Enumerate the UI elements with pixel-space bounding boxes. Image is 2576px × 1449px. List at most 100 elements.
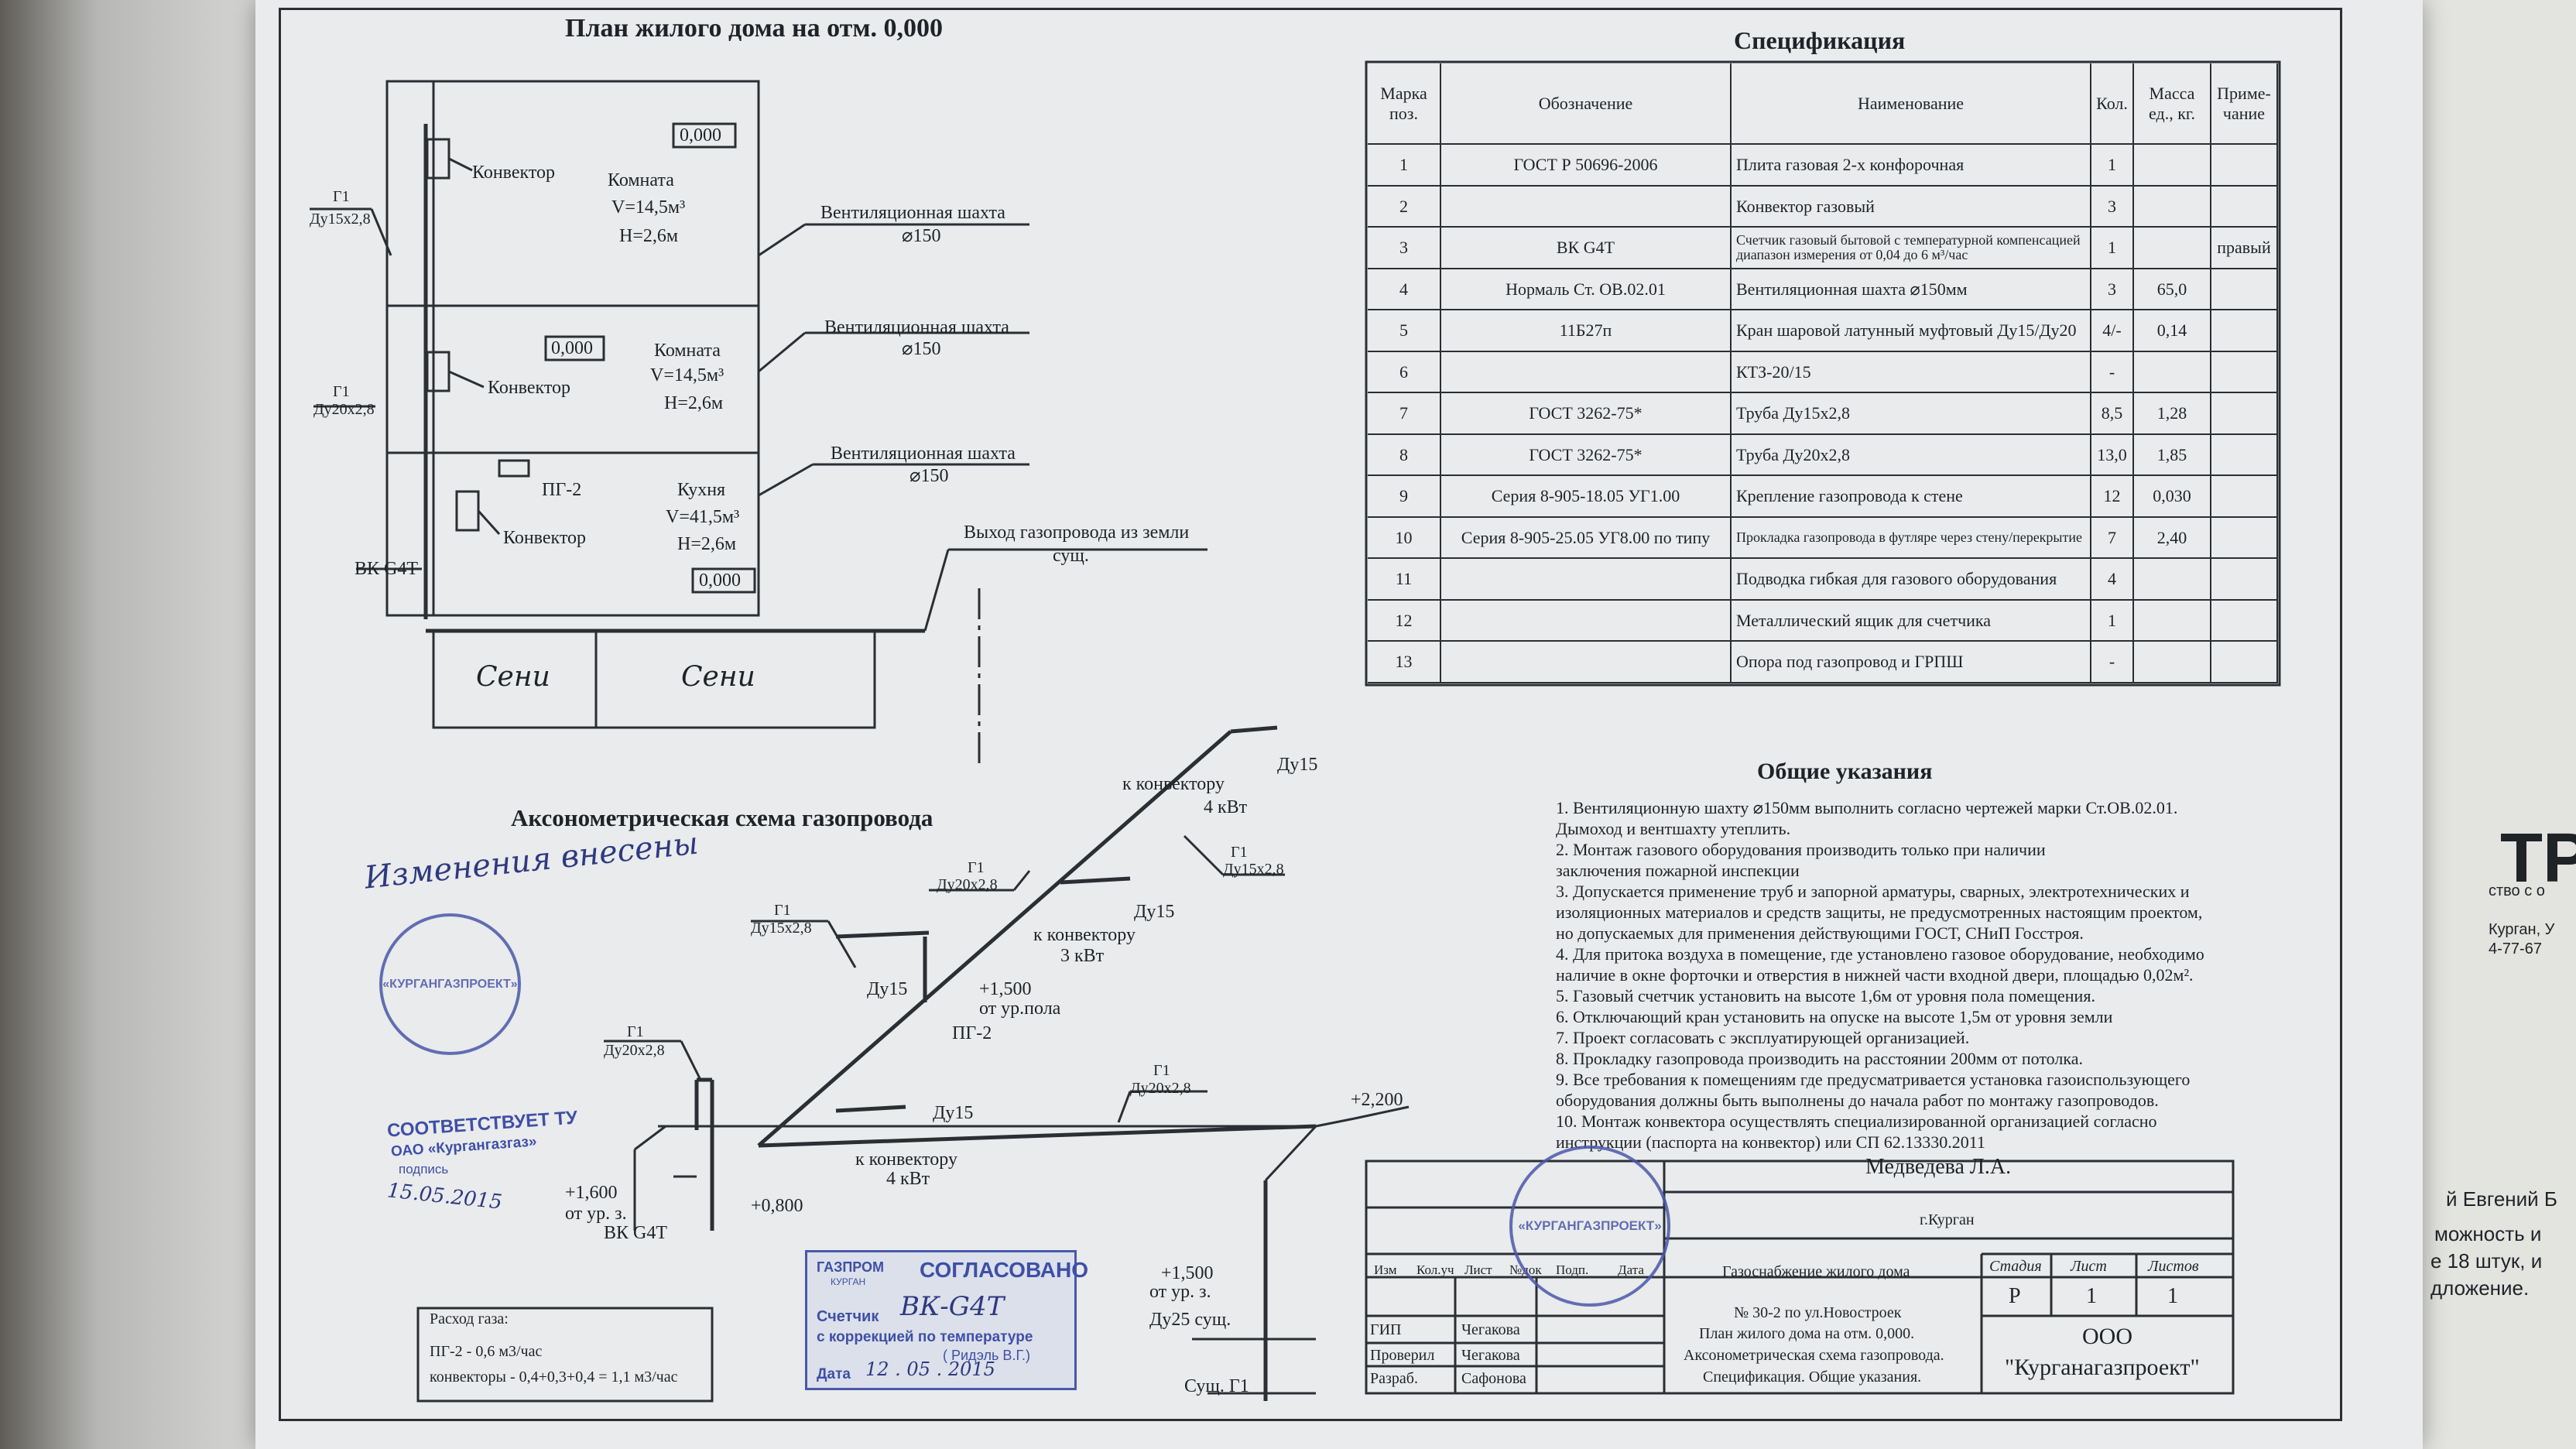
drawing-frame [279, 8, 2342, 1421]
axon-level-ref: от ур. з. [1149, 1282, 1211, 1302]
spec-header-cell: Кол. [2091, 63, 2134, 145]
axon-du25: Ду25 сущ. [1149, 1310, 1231, 1330]
tb-col: Кол.уч [1416, 1262, 1454, 1277]
gas-flow-line: ПГ-2 - 0,6 м3/час [430, 1343, 543, 1360]
spec-cell [2211, 269, 2278, 310]
spec-cell: 7 [2091, 517, 2134, 559]
spec-cell [2211, 351, 2278, 393]
axon-title: Аксонометрическая схема газопровода [511, 804, 933, 831]
axon-level: +0,800 [751, 1196, 803, 1216]
drawing-sheet [255, 0, 2423, 1449]
spec-cell: Кран шаровой латунный муфтовый Ду15/Ду20 [1732, 310, 2091, 352]
spec-cell [2134, 186, 2211, 228]
spec-cell [2134, 228, 2211, 269]
axon-existing: Сущ. Г1 [1184, 1376, 1249, 1396]
axon-level: +1,500 [1161, 1263, 1214, 1283]
tb-person: Чегакова [1461, 1321, 1520, 1338]
spec-cell: 3 [1368, 228, 1441, 269]
notice-line: можность и [2434, 1222, 2542, 1245]
axon-du15: Ду15 [933, 1103, 974, 1123]
spec-cell: 11 [1368, 559, 1441, 601]
notes-title: Общие указания [1757, 759, 1933, 784]
sheet-desc: План жилого дома на отм. 0,000. [1699, 1325, 1915, 1342]
spec-cell: 1 [1368, 145, 1441, 187]
spec-cell: Вентиляционная шахта ⌀150мм [1732, 269, 2091, 310]
note-line: оборудования должны быть выполнены до на… [1556, 1091, 2159, 1110]
axon-du15x: Ду15х2,8 [751, 920, 812, 937]
axon-conv-label: к конвектору [855, 1149, 957, 1170]
meter-label: ВК G4T [355, 559, 419, 579]
note-line: инструкции (паспорта на конвектор) или С… [1556, 1132, 1985, 1152]
project-address: № 30-2 по ул.Новостроек [1734, 1304, 1902, 1321]
tb-role: Разраб. [1370, 1370, 1418, 1387]
spec-cell [1441, 559, 1732, 601]
tu-line: подпись [399, 1162, 449, 1177]
tb-sheets-header: Листов [2148, 1258, 2199, 1275]
spec-cell: 8 [1368, 434, 1441, 476]
meter-handwritten: ВК-G4T [900, 1291, 1005, 1322]
seni-label: Сени [681, 661, 755, 693]
room-height: H=2,6м [677, 534, 737, 554]
spec-cell: 0,030 [2134, 476, 2211, 518]
spec-cell [2134, 600, 2211, 642]
vent-dia: ⌀150 [909, 466, 949, 486]
spec-cell: Плита газовая 2-х конфорочная [1732, 145, 2091, 187]
spec-cell: - [2091, 351, 2134, 393]
org-type: ООО [2082, 1324, 2132, 1349]
tb-col: Лист [1464, 1262, 1492, 1277]
note-line: 7. Проект согласовать с эксплуатирующей … [1556, 1028, 1970, 1047]
notes-list: 1. Вентиляционную шахту ⌀150мм выполнить… [1556, 797, 2204, 1153]
spec-cell: Серия 8-905-18.05 УГ1.00 [1441, 476, 1732, 518]
axon-level: +2,200 [1351, 1090, 1403, 1110]
spec-cell: Нормаль Ст. ОВ.02.01 [1441, 269, 1732, 310]
round-stamp: «КУРГАНГАЗПРОЕКТ» [1509, 1146, 1670, 1307]
axon-g1: Г1 [1153, 1062, 1170, 1079]
note-line: 2. Монтаж газового оборудования производ… [1556, 840, 2046, 859]
spec-header-cell: Наименование [1732, 63, 2091, 145]
axon-du20x: Ду20х2,8 [937, 876, 998, 893]
axon-du15x: Ду15х2,8 [1223, 861, 1284, 878]
room-volume: V=14,5м³ [650, 365, 724, 385]
spec-cell [2211, 642, 2278, 683]
note-line: заключения пожарной инспекции [1556, 861, 1800, 880]
spec-cell: ВК G4T [1441, 228, 1732, 269]
vent-label: Вентиляционная шахта [831, 444, 1016, 464]
room-volume: V=41,5м³ [666, 507, 740, 527]
note-line: 10. Монтаж конвектора осуществлять специ… [1556, 1112, 2157, 1131]
pipe-label-du20: Ду20х2,8 [313, 401, 375, 418]
axon-level: +1,600 [565, 1183, 618, 1203]
tb-stage: Р [2009, 1284, 2021, 1308]
seni-label: Сени [476, 661, 550, 693]
axon-du20x: Ду20х2,8 [604, 1042, 665, 1059]
plan-title: План жилого дома на отм. 0,000 [565, 14, 944, 43]
sheet-desc: Аксонометрическая схема газопровода. [1684, 1347, 1944, 1364]
round-stamp: «КУРГАНГАЗПРОЕКТ» [379, 913, 521, 1055]
spec-cell [2211, 476, 2278, 518]
spec-cell: 2 [1368, 186, 1441, 228]
note-line: изоляционных материалов и средств защиты… [1556, 903, 2203, 922]
convector-label: Конвектор [503, 528, 587, 548]
spec-cell [2134, 351, 2211, 393]
spec-cell: 3 [2091, 186, 2134, 228]
axon-g1: Г1 [968, 859, 985, 876]
axon-g1: Г1 [1231, 844, 1248, 861]
spec-cell [2211, 517, 2278, 559]
spec-cell: Подводка гибкая для газового оборудовани… [1732, 559, 2091, 601]
date-handwritten: 12 . 05 . 2015 [865, 1358, 995, 1380]
axon-level-ref: от ур.пола [979, 999, 1061, 1019]
spec-cell: 3 [2091, 269, 2134, 310]
axon-conv-power: 4 кВт [1204, 797, 1248, 817]
spec-cell: 12 [2091, 476, 2134, 518]
axon-conv-power: 4 кВт [886, 1169, 930, 1189]
spec-cell [2211, 434, 2278, 476]
tb-person: Чегакова [1461, 1347, 1520, 1364]
spec-header-cell: Приме- чание [2211, 63, 2278, 145]
room-level: 0,000 [551, 338, 593, 358]
spec-cell [1441, 600, 1732, 642]
tb-sheet-header: Лист [2071, 1258, 2107, 1275]
spec-cell: 2,40 [2134, 517, 2211, 559]
spec-cell: Труба Ду15х2,8 [1732, 393, 2091, 435]
convector-label: Конвектор [488, 378, 571, 398]
pipe-label-g1: Г1 [333, 188, 350, 205]
room-name: Комната [654, 341, 721, 361]
